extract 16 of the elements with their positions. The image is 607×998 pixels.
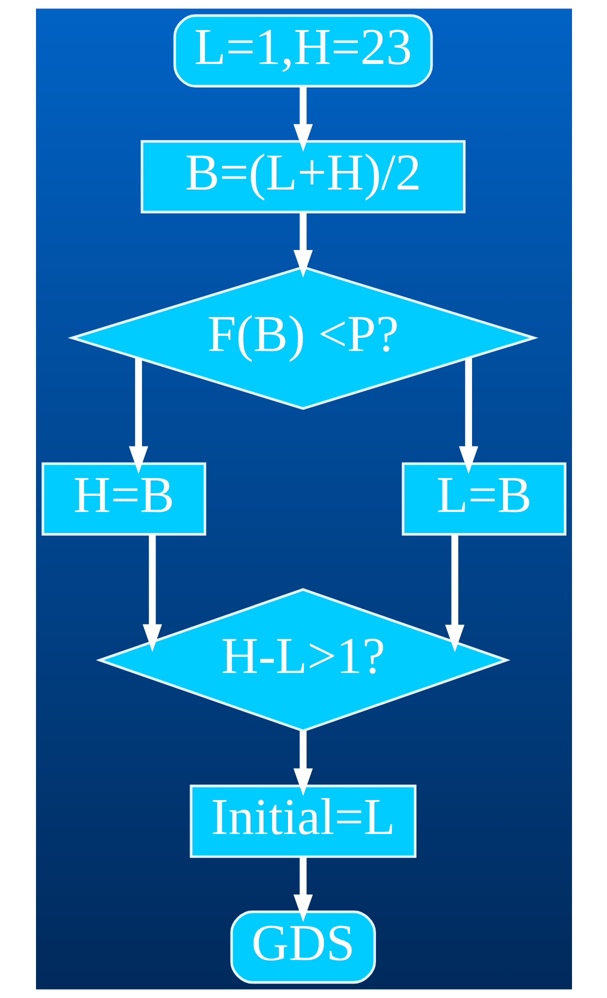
arrow xyxy=(292,857,312,922)
arrow xyxy=(292,730,312,796)
arrow xyxy=(292,212,312,278)
node-box: Initial=L xyxy=(189,784,416,858)
arrow xyxy=(458,358,478,474)
arrow xyxy=(128,358,148,474)
arrow xyxy=(142,534,162,652)
node-box: L=1,H=23 xyxy=(172,14,432,88)
node-diamond: F(B) <P? xyxy=(67,266,538,410)
arrow xyxy=(444,534,464,652)
node-box: GDS xyxy=(230,910,376,984)
node-box: H=B xyxy=(41,462,206,536)
node-box: B=(L+H)/2 xyxy=(140,140,466,214)
arrow xyxy=(292,86,312,152)
node-box: L=B xyxy=(401,462,566,536)
node-diamond: H-L>1? xyxy=(95,588,510,732)
